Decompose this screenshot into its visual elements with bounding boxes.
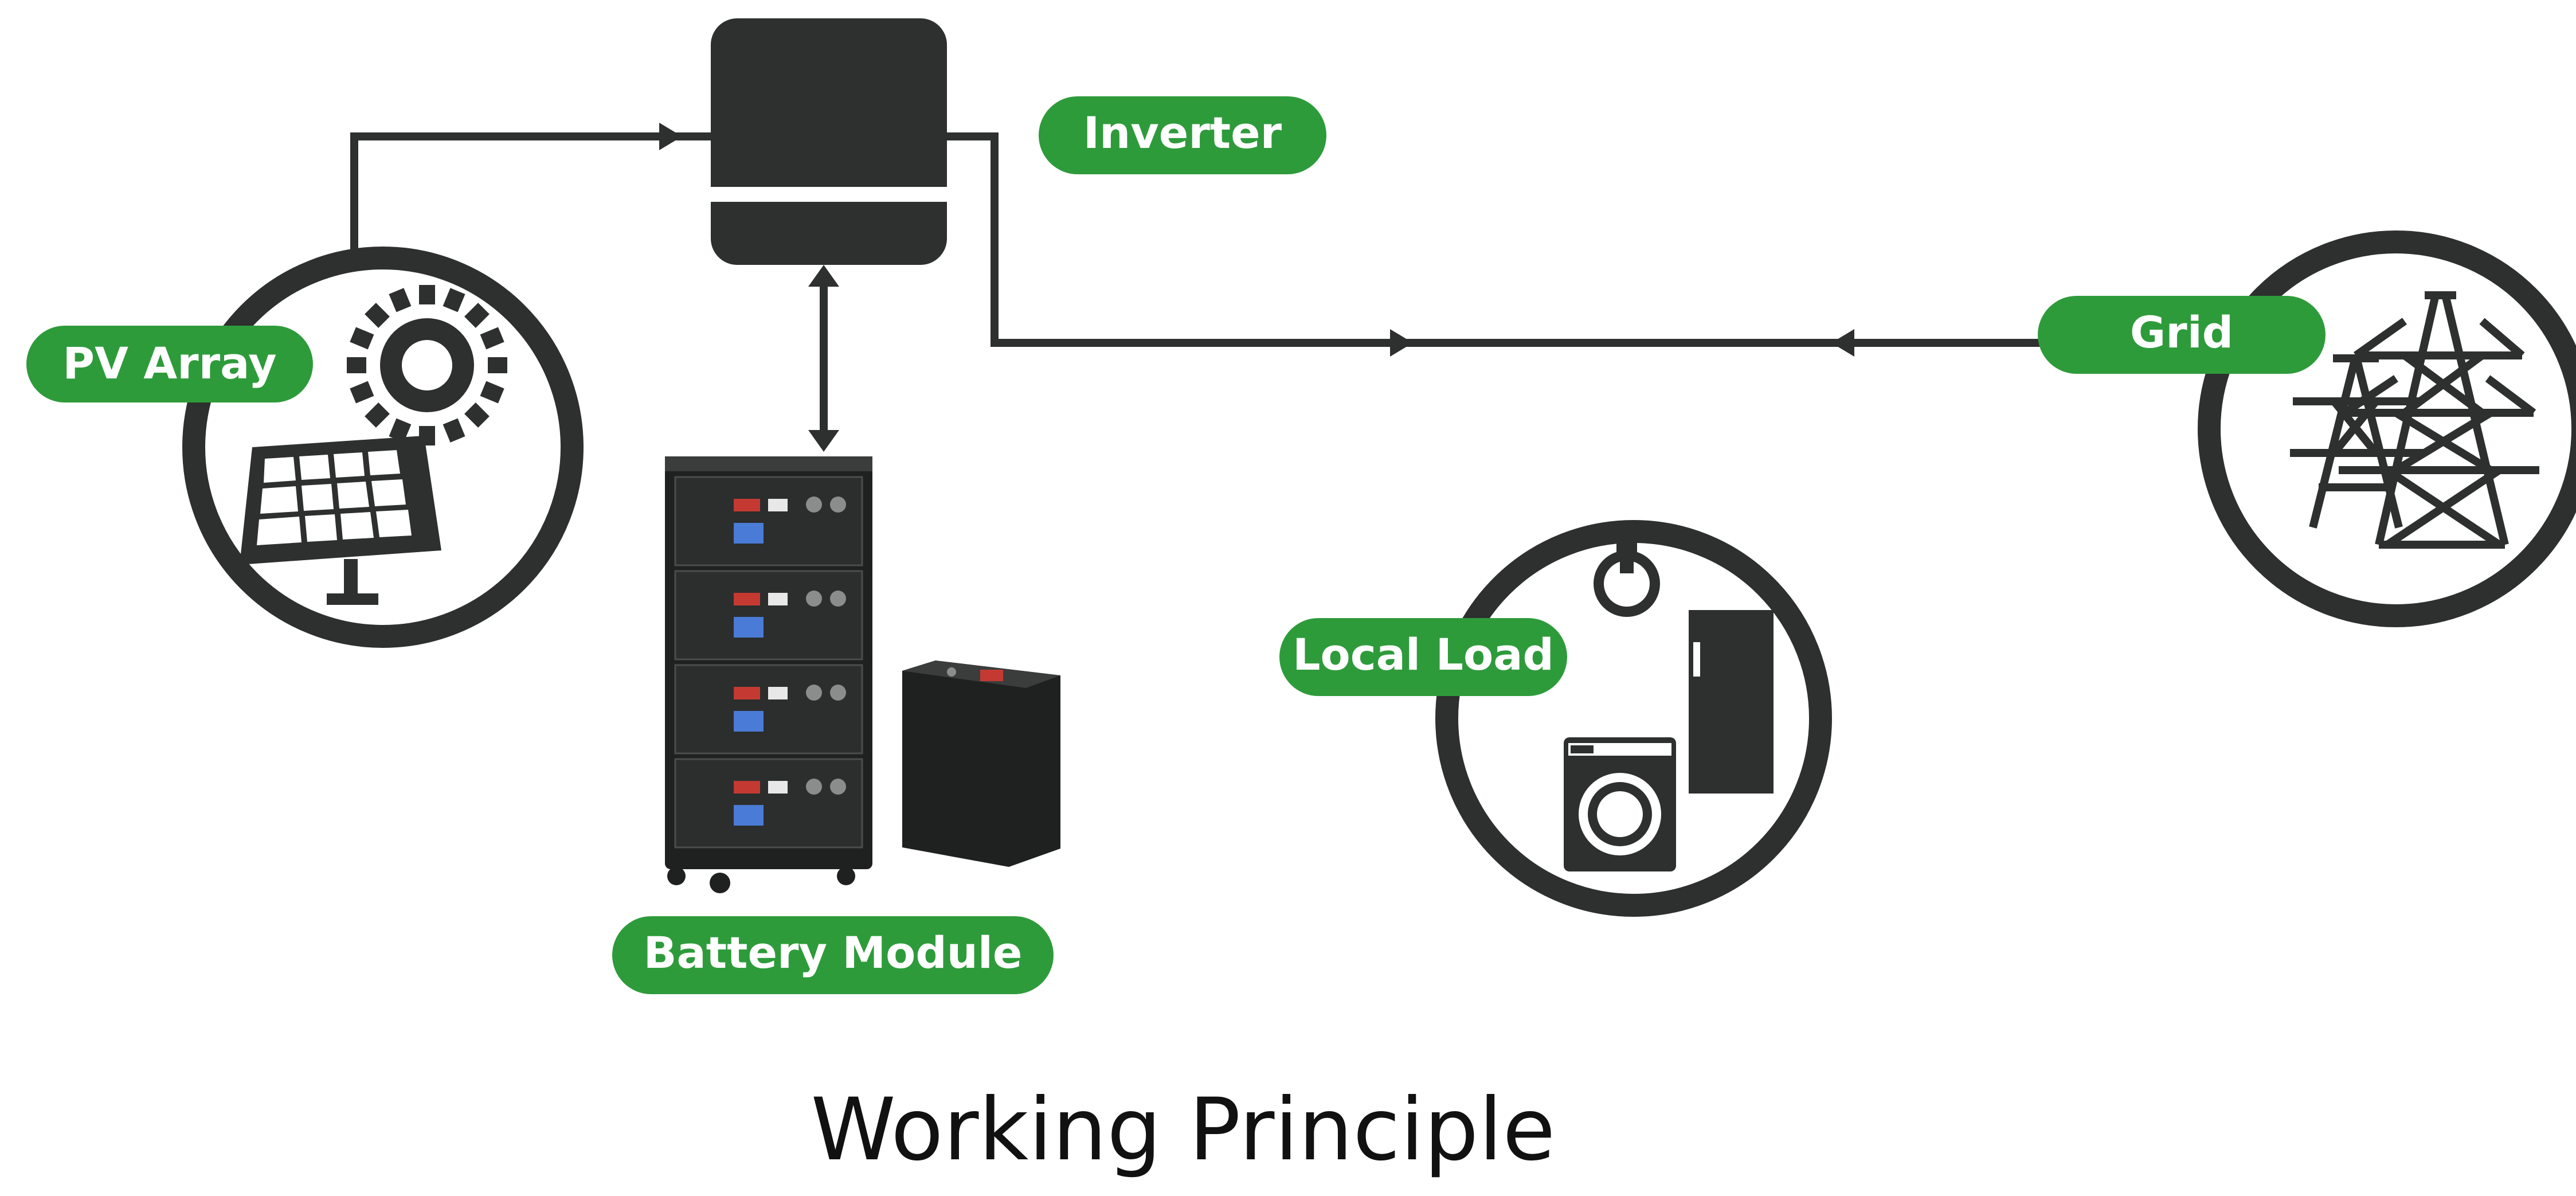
battery-shelf-4 — [674, 758, 863, 849]
transmission-tower-icon — [2290, 291, 2539, 549]
local-load-label-pill: Local Load — [1279, 618, 1567, 696]
battery-unit-icon — [902, 660, 1060, 867]
pv-array-group: PV Array — [26, 247, 584, 648]
connection-lines — [350, 132, 2041, 436]
sun-icon — [347, 285, 507, 445]
local-load-label: Local Load — [1293, 629, 1554, 680]
grid-label-pill: Grid — [2038, 296, 2326, 374]
arrow-down-battery — [808, 430, 839, 452]
lamp-icon — [1594, 533, 1660, 617]
pv-to-inverter-line — [350, 132, 711, 252]
battery-module-group: Battery Module — [612, 456, 1060, 994]
washing-machine-icon — [1564, 737, 1676, 871]
battery-shelf-3 — [674, 664, 863, 755]
arrow-from-grid — [1831, 329, 1854, 357]
grid-label: Grid — [2130, 307, 2233, 358]
solar-panel-icon — [240, 436, 441, 605]
battery-module-label: Battery Module — [644, 927, 1023, 978]
grid-group: Grid — [2038, 230, 2576, 627]
flow-arrows — [659, 123, 1854, 452]
pv-array-label: PV Array — [62, 338, 276, 389]
arrow-to-grid — [1390, 329, 1413, 357]
inverter-icon — [711, 18, 947, 265]
arrow-to-inverter — [659, 123, 682, 150]
battery-shelf-1 — [674, 476, 863, 566]
inverter-label-pill: Inverter — [1039, 96, 1326, 174]
battery-rack-icon — [665, 456, 872, 893]
battery-shelf-2 — [674, 570, 863, 660]
arrow-up-inverter — [808, 265, 839, 287]
local-load-group: Local Load — [1279, 520, 1832, 917]
battery-module-label-pill: Battery Module — [612, 916, 1054, 994]
pv-array-label-pill: PV Array — [26, 326, 313, 402]
refrigerator-icon — [1689, 610, 1774, 794]
inverter-label: Inverter — [1083, 107, 1282, 158]
inverter-to-grid-line — [946, 132, 2041, 347]
diagram-title: Working Principle — [811, 1080, 1555, 1180]
